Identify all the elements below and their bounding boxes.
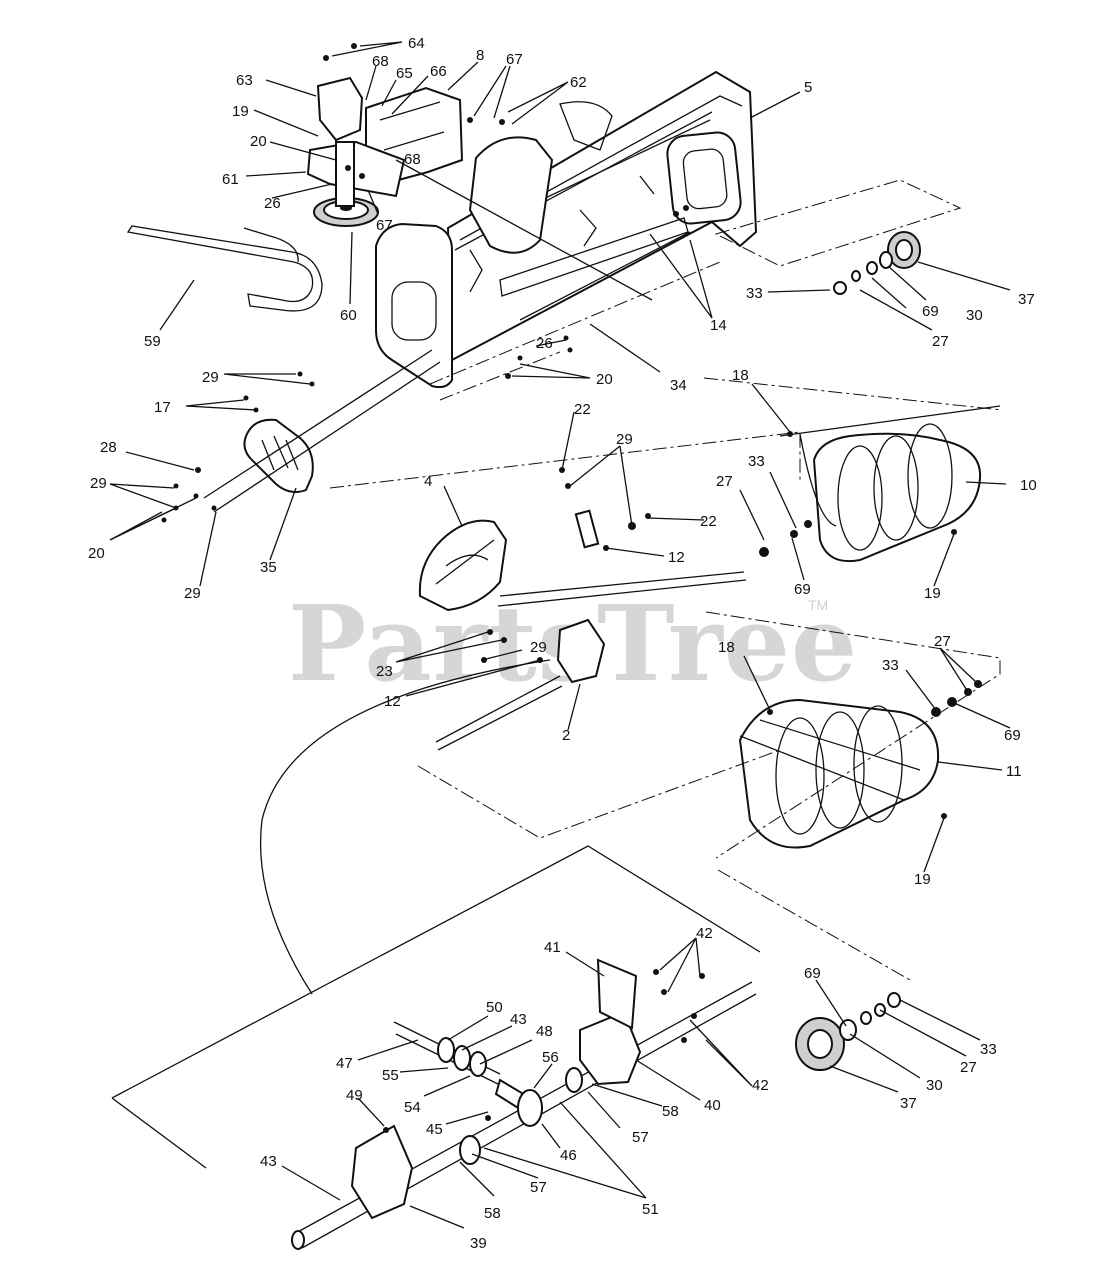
callout-4: 4	[424, 473, 432, 490]
callout-19a: 19	[232, 103, 249, 120]
callout-55: 55	[382, 1067, 399, 1084]
assembly-boundary	[111, 659, 761, 1169]
callout-22a: 22	[574, 401, 591, 418]
callout-59: 59	[144, 333, 161, 350]
callout-56: 56	[542, 1049, 559, 1066]
watermark-trademark: TM	[808, 597, 828, 613]
callout-68b: 68	[404, 151, 421, 168]
callout-57a: 57	[632, 1129, 649, 1146]
callout-54: 54	[404, 1099, 421, 1116]
callout-48: 48	[536, 1023, 553, 1040]
callout-64a: 64	[408, 35, 425, 52]
callout-35: 35	[260, 559, 277, 576]
gearbox-upper-assembly	[306, 76, 464, 227]
callout-37b: 37	[900, 1095, 917, 1112]
center-gearbox	[418, 509, 747, 751]
callout-27c: 27	[934, 633, 951, 650]
callout-46: 46	[560, 1147, 577, 1164]
callout-33b: 33	[748, 453, 765, 470]
callout-29d: 29	[616, 431, 633, 448]
callout-19b: 19	[924, 585, 941, 602]
callout-65: 65	[396, 65, 413, 82]
callout-30a: 30	[966, 307, 983, 324]
callout-labels: 64 8 67 63 68 65 66 62 5 19 20 68 61 26 …	[88, 35, 1037, 1252]
callout-5: 5	[804, 79, 812, 96]
callout-61: 61	[222, 171, 239, 188]
callout-30b: 30	[926, 1077, 943, 1094]
callout-18a: 18	[732, 367, 749, 384]
callout-40: 40	[704, 1097, 721, 1114]
scraper-bar	[429, 217, 721, 401]
callout-12b: 12	[384, 693, 401, 710]
callout-68a: 68	[372, 53, 389, 70]
callout-63: 63	[236, 72, 253, 89]
callout-47: 47	[336, 1055, 353, 1072]
callout-29c: 29	[184, 585, 201, 602]
callout-67b: 67	[376, 217, 393, 234]
callout-42b: 42	[752, 1077, 769, 1094]
callout-29e: 29	[530, 639, 547, 656]
callout-42a: 42	[696, 925, 713, 942]
upper-auger-spiral	[779, 405, 1001, 562]
dashed-guides	[329, 179, 1003, 981]
callout-69a: 69	[922, 303, 939, 320]
callout-45: 45	[426, 1121, 443, 1138]
callout-43a: 43	[510, 1011, 527, 1028]
callout-67a: 67	[506, 51, 523, 68]
callout-33c: 33	[882, 657, 899, 674]
callout-23: 23	[376, 663, 393, 680]
drive-belt	[126, 225, 323, 312]
callout-20b: 20	[596, 371, 613, 388]
callout-12a: 12	[668, 549, 685, 566]
callout-58a: 58	[662, 1103, 679, 1120]
lower-auger-spiral	[738, 698, 940, 849]
callout-69b: 69	[794, 581, 811, 598]
callout-14: 14	[710, 317, 727, 334]
callout-17: 17	[154, 399, 171, 416]
skid-shoe	[203, 349, 441, 513]
callout-8: 8	[476, 47, 484, 64]
callout-66: 66	[430, 63, 447, 80]
callout-2: 2	[562, 727, 570, 744]
callout-22b: 22	[700, 513, 717, 530]
callout-33d: 33	[980, 1041, 997, 1058]
callout-27d: 27	[960, 1059, 977, 1076]
callout-58b: 58	[484, 1205, 501, 1222]
callout-20a: 20	[250, 133, 267, 150]
callout-19c: 19	[914, 871, 931, 888]
callout-37a: 37	[1018, 291, 1035, 308]
callout-10: 10	[1020, 477, 1037, 494]
callout-27b: 27	[716, 473, 733, 490]
callout-27a: 27	[932, 333, 949, 350]
callout-69d: 69	[804, 965, 821, 982]
callout-11: 11	[1006, 763, 1022, 780]
callout-20c: 20	[88, 545, 105, 562]
callout-26a: 26	[264, 195, 281, 212]
callout-18b: 18	[718, 639, 735, 656]
callout-29a: 29	[202, 369, 219, 386]
callout-26b: 26	[536, 335, 553, 352]
callout-41: 41	[544, 939, 561, 956]
callout-39: 39	[470, 1235, 487, 1252]
callout-50: 50	[486, 999, 503, 1016]
callout-60: 60	[340, 307, 357, 324]
callout-33a: 33	[746, 285, 763, 302]
callout-69c: 69	[1004, 727, 1021, 744]
callout-28: 28	[100, 439, 117, 456]
bearing-flange-upper	[833, 231, 921, 295]
callout-34: 34	[670, 377, 687, 394]
callout-49: 49	[346, 1087, 363, 1104]
callout-51: 51	[642, 1201, 659, 1218]
bearing-flange-lower	[795, 992, 901, 1071]
callout-43b: 43	[260, 1153, 277, 1170]
leader-lines	[109, 41, 1011, 1229]
callout-29b: 29	[90, 475, 107, 492]
lower-drive-shaft	[291, 958, 757, 1250]
callout-57b: 57	[530, 1179, 547, 1196]
callout-62: 62	[570, 74, 587, 91]
